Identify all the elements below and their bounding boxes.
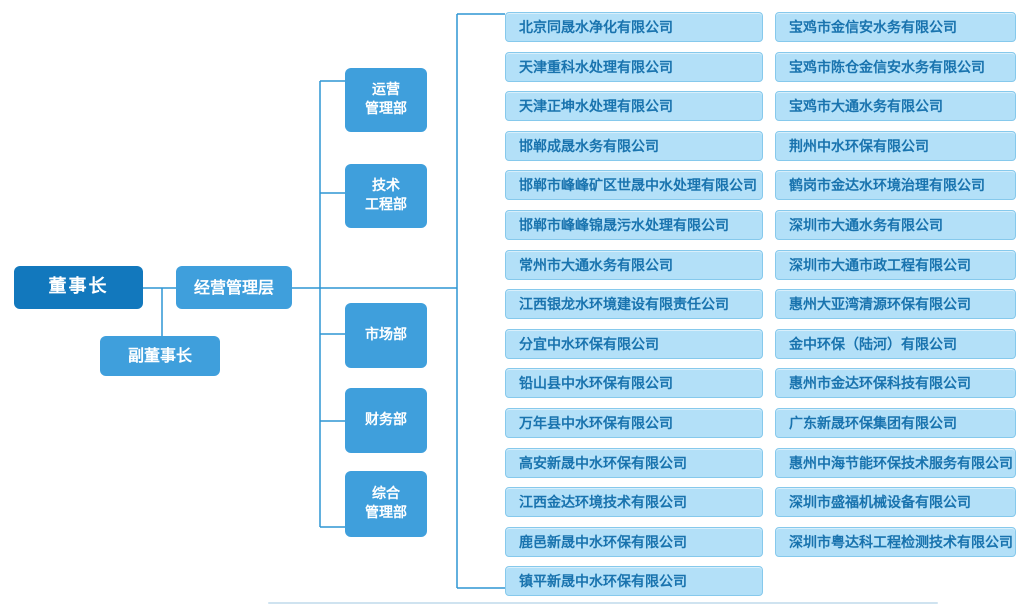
company-box: 天津正坤水处理有限公司	[505, 91, 763, 122]
company-box: 深圳市大通水务有限公司	[775, 209, 1016, 240]
vice-chairman-box: 副董事长	[100, 336, 220, 376]
company-box: 常州市大通水务有限公司	[505, 249, 763, 280]
company-box: 惠州大亚湾清源环保有限公司	[775, 289, 1016, 320]
company-box: 镇平新晟中水环保有限公司	[505, 566, 763, 597]
company-box: 广东新晟环保集团有限公司	[775, 407, 1016, 438]
dept-finance-box: 财务部	[345, 388, 427, 453]
dept-admin-box: 综合 管理部	[345, 471, 427, 537]
company-box: 万年县中水环保有限公司	[505, 407, 763, 438]
company-box: 惠州市金达环保科技有限公司	[775, 368, 1016, 399]
bottom-divider	[268, 602, 938, 604]
dept-market-box: 市场部	[345, 303, 427, 368]
company-box: 惠州中海节能环保技术服务有限公司	[775, 447, 1016, 478]
company-box: 深圳市粤达科工程检测技术有限公司	[775, 526, 1016, 557]
subsidiary-column-right: 宝鸡市金信安水务有限公司宝鸡市陈仓金信安水务有限公司宝鸡市大通水务有限公司荆州中…	[775, 12, 1016, 557]
company-box: 邯郸市峰峰锦晟污水处理有限公司	[505, 209, 763, 240]
company-box: 江西银龙水环境建设有限责任公司	[505, 289, 763, 320]
management-layer-box: 经营管理层	[176, 266, 292, 309]
company-box: 北京同晟水净化有限公司	[505, 12, 763, 42]
company-box: 深圳市大通市政工程有限公司	[775, 249, 1016, 280]
chairman-box: 董事长	[14, 266, 143, 309]
subsidiary-column-left: 北京同晟水净化有限公司天津重科水处理有限公司天津正坤水处理有限公司邯郸成晟水务有…	[505, 12, 763, 597]
company-box: 分宜中水环保有限公司	[505, 328, 763, 359]
company-box: 天津重科水处理有限公司	[505, 51, 763, 82]
company-box: 鹿邑新晟中水环保有限公司	[505, 526, 763, 557]
company-box: 宝鸡市陈仓金信安水务有限公司	[775, 51, 1016, 82]
company-box: 金中环保（陆河）有限公司	[775, 328, 1016, 359]
company-box: 邯郸成晟水务有限公司	[505, 130, 763, 161]
company-box: 邯郸市峰峰矿区世晟中水处理有限公司	[505, 170, 763, 201]
company-box: 宝鸡市金信安水务有限公司	[775, 12, 1016, 42]
dept-technology-box: 技术 工程部	[345, 164, 427, 228]
company-box: 宝鸡市大通水务有限公司	[775, 91, 1016, 122]
dept-operations-box: 运营 管理部	[345, 68, 427, 132]
company-box: 江西金达环境技术有限公司	[505, 487, 763, 518]
company-box: 铅山县中水环保有限公司	[505, 368, 763, 399]
company-box: 鹤岗市金达水环境治理有限公司	[775, 170, 1016, 201]
company-box: 深圳市盛福机械设备有限公司	[775, 487, 1016, 518]
company-box: 荆州中水环保有限公司	[775, 130, 1016, 161]
company-box: 高安新晟中水环保有限公司	[505, 447, 763, 478]
